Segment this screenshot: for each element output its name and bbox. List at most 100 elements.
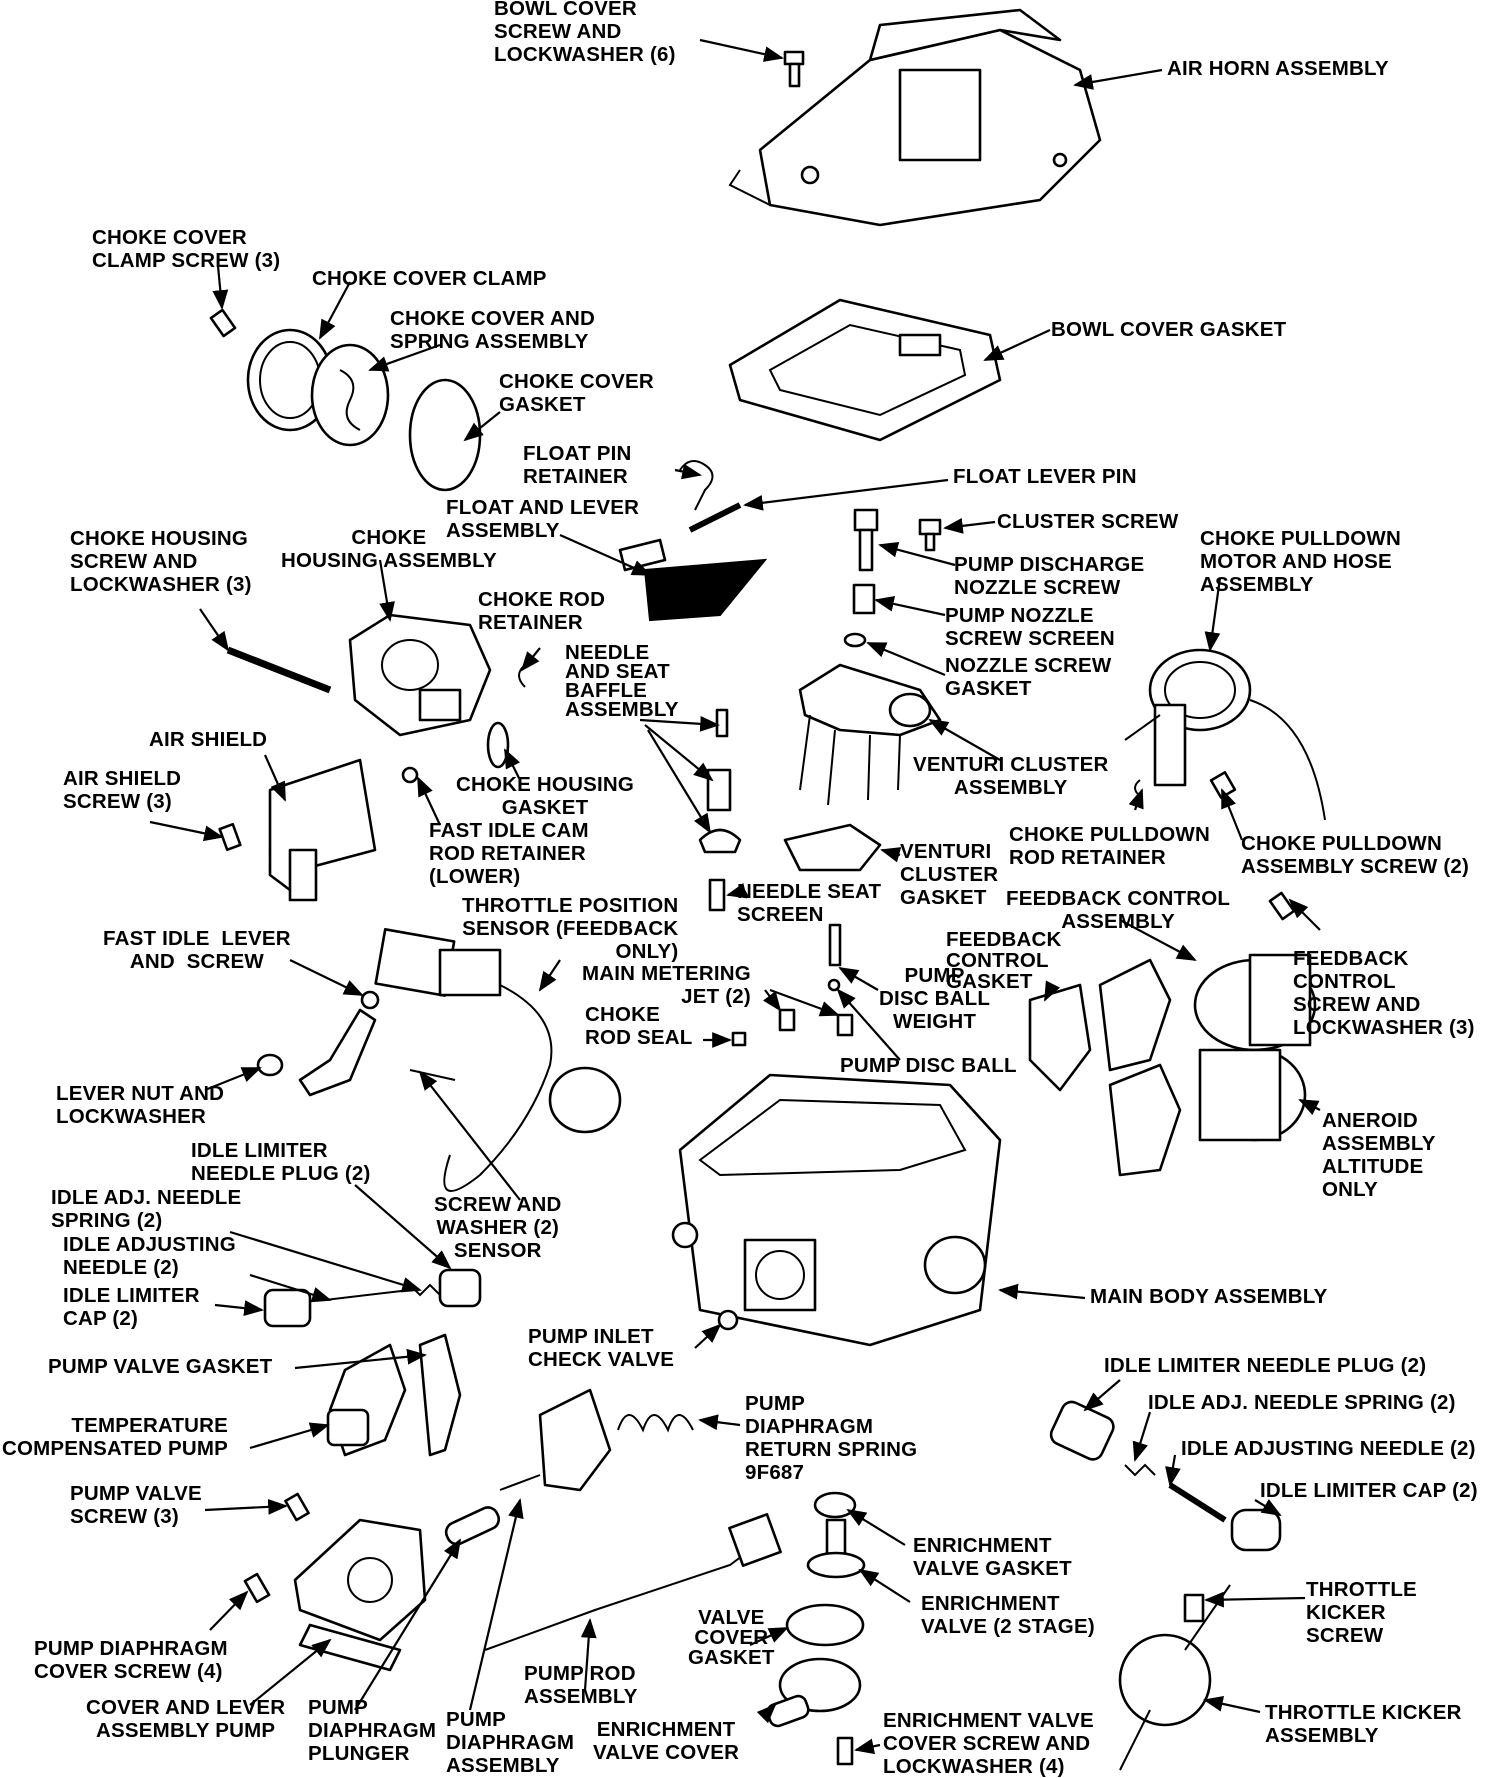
label-float-lever-pin: FLOAT LEVER PIN: [953, 465, 1137, 488]
throttle-kicker-part: [1118, 1584, 1231, 1771]
label-bowl-cover-screw: BOWL COVER SCREW AND LOCKWASHER (6): [494, 0, 676, 66]
label-air-shield-screw: AIR SHIELD SCREW (3): [63, 767, 182, 813]
label-valve-cover-gasket: VALVE COVER GASKET: [688, 1606, 775, 1669]
label-venturi-cluster-assembly: VENTURI CLUSTER ASSEMBLY: [913, 753, 1109, 799]
fast-idle-lever-part: [298, 990, 380, 1097]
label-choke-housing-screw: CHOKE HOUSING SCREW AND LOCKWASHER (3): [70, 527, 252, 596]
label-choke-pulldown-motor: CHOKE PULLDOWN MOTOR AND HOSE ASSEMBLY: [1200, 527, 1401, 596]
label-float-pin-retainer: FLOAT PIN RETAINER: [523, 442, 632, 488]
label-choke-rod-seal: CHOKE ROD SEAL: [585, 1003, 693, 1049]
label-cover-lever-assembly: COVER AND LEVER ASSEMBLY PUMP: [86, 1696, 286, 1742]
label-idle-adjusting-needle-left: IDLE ADJUSTING NEEDLE (2): [63, 1233, 236, 1279]
label-idle-limiter-needle-plug-left: IDLE LIMITER NEEDLE PLUG (2): [191, 1139, 371, 1185]
idle-adjusting-needle-left-part: [324, 1283, 441, 1301]
label-enrichment-valve-cover-screw: ENRICHMENT VALVE COVER SCREW AND LOCKWAS…: [883, 1709, 1094, 1778]
label-needle-seat-screen: NEEDLE SEAT SCREEN: [737, 880, 882, 926]
throttle-position-sensor-part: [374, 928, 622, 1192]
pump-discharge-nozzle-screw-part: [853, 508, 879, 572]
lever-nut-part: [256, 1053, 284, 1077]
choke-rod-seal-part: [731, 1031, 747, 1047]
label-idle-adjusting-needle-right: IDLE ADJUSTING NEEDLE (2): [1181, 1437, 1476, 1460]
feedback-control-part: [1098, 953, 1317, 1072]
label-idle-limiter-cap-right: IDLE LIMITER CAP (2): [1260, 1479, 1478, 1502]
pump-disc-ball-part: [827, 978, 841, 992]
pump-diaphragm-cover-screw-part: [243, 1572, 271, 1604]
label-pump-valve-gasket: PUMP VALVE GASKET: [48, 1355, 273, 1378]
bowl-cover-screw-part: [783, 50, 805, 88]
pump-disc-ball-weight-part: [828, 923, 842, 967]
choke-cover-spring-part: [310, 343, 390, 447]
label-enrichment-valve-cover: ENRICHMENT VALVE COVER: [593, 1718, 740, 1764]
air-horn-part: [728, 8, 1102, 227]
screw-washer-sensor-part: [409, 1069, 456, 1081]
label-pump-inlet-check-valve: PUMP INLET CHECK VALVE: [528, 1325, 675, 1371]
label-air-shield: AIR SHIELD: [149, 728, 268, 751]
cluster-screw-part: [918, 518, 942, 552]
enrichment-valve-part: [806, 1518, 866, 1579]
feedback-control-gasket-part: [1028, 983, 1092, 1092]
enrichment-valve-cover-screw-part: [836, 1736, 854, 1766]
float-pin-retainer-part: [679, 460, 714, 511]
air-shield-screw-part: [218, 822, 242, 852]
label-feedback-control-gasket: FEEDBACK CONTROL GASKET: [946, 928, 1062, 993]
float-lever-pin-part: [688, 502, 742, 533]
label-enrichment-valve-gasket: ENRICHMENT VALVE GASKET: [913, 1534, 1072, 1580]
needle-seat-part: [698, 708, 742, 912]
venturi-cluster-part: [798, 663, 942, 806]
label-pump-diaphragm-return-spring: PUMP DIAPHRAGM RETURN SPRING 9F687: [745, 1392, 918, 1484]
label-air-horn: AIR HORN ASSEMBLY: [1167, 57, 1389, 80]
pump-rod-part: [484, 1513, 782, 1651]
label-nozzle-screw-gasket: NOZZLE SCREW GASKET: [945, 654, 1112, 700]
label-venturi-cluster-gasket: VENTURI CLUSTER GASKET: [900, 840, 999, 909]
idle-limiter-needle-plug-left-part: [438, 1268, 482, 1308]
enrichment-valve-cover-part: [766, 1657, 862, 1728]
label-cluster-screw: CLUSTER SCREW: [997, 510, 1179, 533]
idle-limiter-needle-plug-right-part: [1049, 1400, 1115, 1461]
idle-limiter-cap-left-part: [263, 1288, 312, 1328]
idle-adj-needle-spring-right-part: [1124, 1463, 1156, 1477]
venturi-cluster-gasket-part: [783, 823, 882, 872]
label-aneroid-assembly: ANEROID ASSEMBLY ALTITUDE ONLY: [1322, 1109, 1436, 1201]
idle-limiter-cap-right-part: [1230, 1508, 1282, 1552]
label-pump-diaphragm-assembly: PUMP DIAPHRAGM ASSEMBLY: [446, 1708, 575, 1777]
label-choke-cover-clamp: CHOKE COVER CLAMP: [312, 267, 547, 290]
label-float-lever-assembly: FLOAT AND LEVER ASSEMBLY: [446, 496, 640, 542]
label-needle-seat-baffle: NEEDLE AND SEAT BAFFLE ASSEMBLY: [565, 641, 679, 721]
choke-pulldown-motor-part: [1124, 648, 1326, 821]
label-enrichment-valve: ENRICHMENT VALVE (2 STAGE): [921, 1592, 1095, 1638]
temperature-compensated-pump-part: [326, 1333, 462, 1457]
air-shield-part: [268, 758, 377, 902]
label-choke-cover-gasket: CHOKE COVER GASKET: [499, 370, 654, 416]
aneroid-part: [1108, 1048, 1307, 1177]
label-lever-nut-lockwasher: LEVER NUT AND LOCKWASHER: [56, 1082, 225, 1128]
pump-diaphragm-plunger-part: [444, 1506, 501, 1546]
enrichment-valve-gasket-part: [813, 1491, 857, 1519]
label-pump-valve-screw: PUMP VALVE SCREW (3): [70, 1482, 202, 1528]
feedback-control-screw-part: [1268, 891, 1296, 921]
label-screw-washer-sensor: SCREW AND WASHER (2) SENSOR: [434, 1193, 562, 1262]
label-feedback-control-assembly: FEEDBACK CONTROL ASSEMBLY: [1006, 887, 1231, 933]
label-throttle-position-sensor: THROTTLE POSITION SENSOR (FEEDBACK ONLY): [462, 894, 679, 963]
label-bowl-cover-gasket: BOWL COVER GASKET: [1051, 318, 1287, 341]
label-main-body-assembly: MAIN BODY ASSEMBLY: [1090, 1285, 1328, 1308]
choke-pulldown-rod-retainer-part: [1134, 779, 1141, 797]
choke-housing-part: [348, 613, 492, 737]
label-choke-cover-clamp-screw: CHOKE COVER CLAMP SCREW (3): [92, 226, 281, 272]
throttle-kicker-screw-part: [1183, 1593, 1205, 1623]
label-pump-rod-assembly: PUMP ROD ASSEMBLY: [524, 1662, 638, 1708]
valve-cover-gasket-part: [785, 1603, 865, 1647]
label-choke-housing-assembly: CHOKE HOUSING ASSEMBLY: [281, 526, 497, 572]
label-pump-diaphragm-plunger: PUMP DIAPHRAGM PLUNGER: [308, 1696, 437, 1765]
main-metering-jet-part-2: [836, 1013, 854, 1037]
bowl-cover-gasket-part: [728, 298, 1002, 442]
choke-housing-screw-part: [226, 646, 332, 694]
main-body-part: [671, 1073, 1002, 1347]
label-throttle-kicker-assembly: THROTTLE KICKER ASSEMBLY: [1265, 1701, 1462, 1747]
main-metering-jet-part: [778, 1008, 796, 1032]
pump-diaphragm-return-spring-part: [617, 1414, 694, 1433]
fast-idle-cam-rod-retainer-part: [401, 766, 419, 784]
label-throttle-kicker-screw: THROTTLE KICKER SCREW: [1306, 1578, 1417, 1647]
label-choke-housing-gasket: CHOKE HOUSING GASKET: [456, 773, 635, 819]
